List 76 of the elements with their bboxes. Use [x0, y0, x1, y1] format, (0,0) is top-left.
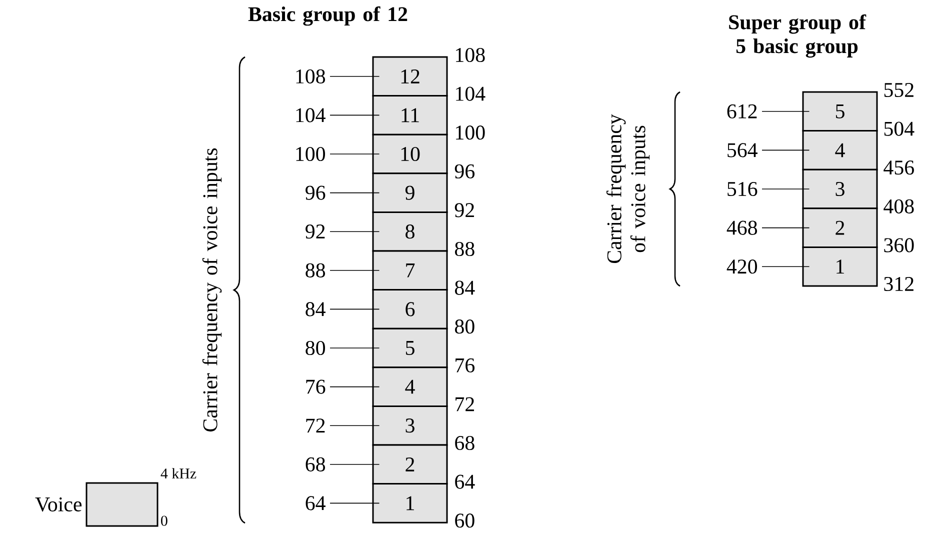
channel-box: 11 — [372, 95, 448, 136]
band-edge-label: 64 — [455, 474, 475, 489]
band-edge-label: 60 — [455, 514, 474, 528]
brace-label: Carrier frequency of voice inputs — [606, 114, 650, 264]
channel-box: 3 — [372, 405, 448, 446]
leader-line — [762, 227, 810, 228]
frequency-label: 108 — [296, 69, 326, 84]
frequency-label: 564 — [728, 143, 758, 158]
frequency-label: 64 — [306, 496, 326, 510]
channel-box: 8 — [372, 211, 448, 252]
frequency-label: 468 — [726, 220, 758, 235]
frequency-label: 80 — [306, 340, 326, 356]
frequency-label: 84 — [306, 302, 326, 316]
frequency-label: 104 — [296, 108, 326, 122]
side-label: Voice — [35, 497, 82, 512]
band-edge-label: 552 — [884, 82, 914, 98]
band-edge-label: 96 — [454, 164, 474, 178]
channel-box: 1 — [802, 246, 878, 287]
band-edge-label: 80 — [455, 320, 474, 334]
leader-line — [330, 502, 380, 504]
band-edge-label: 504 — [884, 122, 914, 136]
channel-box: 2 — [372, 444, 448, 485]
band-edge-label: 92 — [454, 203, 474, 218]
frequency-label: 88 — [306, 263, 326, 278]
frequency-label: 68 — [306, 457, 326, 472]
band-edge-label: 72 — [456, 397, 474, 412]
channel-box: 6 — [372, 289, 448, 330]
channel-box: 4 — [372, 366, 448, 407]
channel-box: 9 — [372, 172, 448, 213]
band-edge-label: 408 — [884, 199, 914, 214]
band-edge-label: 88 — [455, 242, 474, 256]
leader-line — [330, 464, 380, 465]
axis-label: 0 — [161, 516, 168, 526]
channel-box: 7 — [372, 250, 448, 291]
channel-box: 3 — [802, 168, 878, 210]
leader-line — [330, 386, 380, 388]
leader-line — [330, 114, 380, 116]
leader-line — [330, 425, 380, 426]
channel-box: 4 — [802, 130, 878, 170]
frequency-label: 420 — [726, 260, 758, 274]
band-edge-label: 100 — [456, 126, 485, 140]
band-edge-label: 456 — [884, 160, 914, 175]
band-edge-label: 84 — [455, 280, 475, 295]
leader-line — [762, 188, 810, 190]
band-edge-label: 104 — [456, 86, 486, 101]
leader-line — [330, 76, 380, 77]
leader-line — [330, 192, 380, 194]
frequency-label: 100 — [296, 146, 326, 162]
frequency-label: 612 — [727, 104, 757, 118]
frequency-label: 72 — [306, 418, 325, 433]
channel-box: 5 — [372, 328, 448, 368]
channel-box: 5 — [802, 91, 878, 132]
leader-line — [762, 150, 810, 151]
band-edge-label: 312 — [884, 276, 914, 292]
channel-box: 10 — [372, 134, 448, 174]
band-edge-label: 68 — [455, 436, 474, 450]
frequency-label: 92 — [306, 224, 325, 239]
band-edge-label: 76 — [456, 358, 474, 372]
leader-line — [762, 266, 810, 267]
heading: Super group of 5 basic group — [729, 14, 866, 58]
channel-box: 1 — [372, 483, 448, 524]
channel-box: 12 — [372, 56, 448, 97]
band-edge-label: 360 — [884, 238, 914, 252]
leader-line — [330, 231, 380, 232]
frequency-label: 516 — [728, 182, 758, 196]
band-edge-label: 108 — [456, 48, 485, 62]
channel-box: 2 — [802, 208, 878, 248]
voice-box — [86, 482, 158, 527]
leader-line — [762, 111, 810, 112]
brace-label: Carrier frequency of voice inputs — [202, 148, 222, 432]
leader-line — [330, 308, 380, 310]
frequency-label: 76 — [306, 380, 326, 394]
heading: Basic group of 12 — [248, 6, 408, 26]
axis-label: 4 kHz — [160, 468, 196, 478]
frequency-label: 96 — [306, 186, 326, 200]
leader-line — [330, 270, 380, 271]
